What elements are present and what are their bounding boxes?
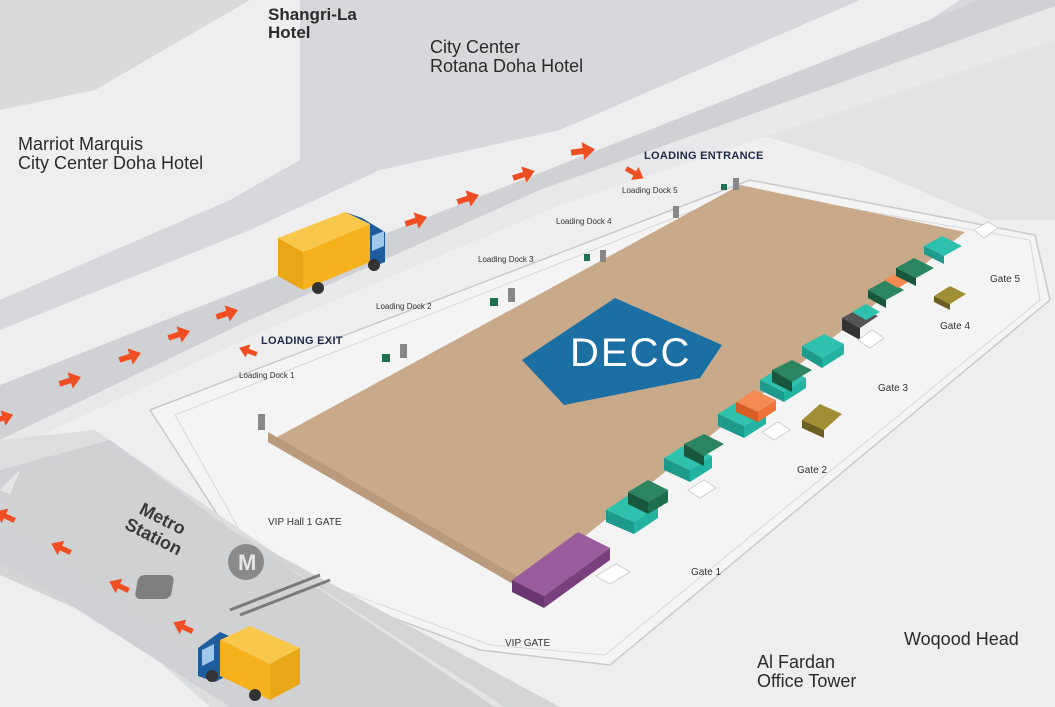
booth-teal [924, 236, 962, 264]
truck-icon [278, 212, 385, 294]
loading-dock-2-label: Loading Dock 2 [376, 302, 432, 311]
gate-5-label: Gate 5 [990, 274, 1021, 285]
loading-dock-3-label: Loading Dock 3 [478, 255, 534, 264]
vip-gate-label: VIP GATE [505, 638, 551, 649]
metro-train-icon: M [135, 544, 331, 617]
loading-exit-label: LOADING EXIT [261, 335, 343, 347]
loading-entrance-label: LOADING ENTRANCE [644, 150, 764, 162]
rotana-label: City Center Rotana Doha Hotel [430, 38, 583, 76]
direction-arrow-icon [236, 341, 260, 361]
gate-4-label: Gate 4 [940, 321, 971, 332]
woqood-label: Woqood Head [904, 629, 1019, 649]
gate-kiosks [595, 221, 999, 585]
loading-dock-1-label: Loading Dock 1 [239, 371, 295, 380]
booth-olive [802, 404, 842, 438]
al-fardan-line-2: Office Tower [757, 671, 857, 691]
booth-orange [736, 390, 776, 422]
booth-purple [512, 532, 610, 608]
booth-dark-green [628, 480, 668, 514]
booth-dark-green [772, 360, 812, 392]
loading-dock-5-label: Loading Dock 5 [622, 186, 678, 195]
booths [512, 236, 966, 608]
al-fardan-label: Al Fardan Office Tower [757, 653, 856, 691]
booth-teal [852, 304, 880, 320]
rotana-line-2: Rotana Doha Hotel [430, 56, 584, 76]
booth-dark-green [684, 434, 724, 466]
marriott-line-2: City Center Doha Hotel [18, 153, 204, 173]
loading-dock-4-label: Loading Dock 4 [556, 217, 612, 226]
svg-text:M: M [238, 550, 256, 575]
booth-dark-green [896, 258, 934, 286]
al-fardan-line-1: Al Fardan [757, 652, 836, 672]
shangri-la-line-2: Hotel [268, 23, 311, 42]
decc-logo-text: DECC [570, 331, 692, 375]
truck-icon [198, 626, 300, 701]
marriott-label: Marriot Marquis City Center Doha Hotel [18, 135, 203, 173]
booth-teal [802, 334, 844, 368]
upper-road [0, 0, 1055, 440]
gate-2-label: Gate 2 [797, 465, 828, 476]
decc-logo [522, 298, 722, 405]
vip-hall-gate-label: VIP Hall 1 GATE [268, 517, 342, 528]
shangri-la-label: Shangri-La Hotel [268, 6, 357, 42]
marriott-line-1: Marriot Marquis [18, 134, 144, 154]
booth-olive [934, 286, 966, 310]
dock-markers [258, 178, 739, 430]
rotana-line-1: City Center [430, 37, 521, 57]
shangri-la-line-1: Shangri-La [268, 5, 357, 24]
gate-3-label: Gate 3 [878, 383, 909, 394]
gate-1-label: Gate 1 [691, 567, 722, 578]
